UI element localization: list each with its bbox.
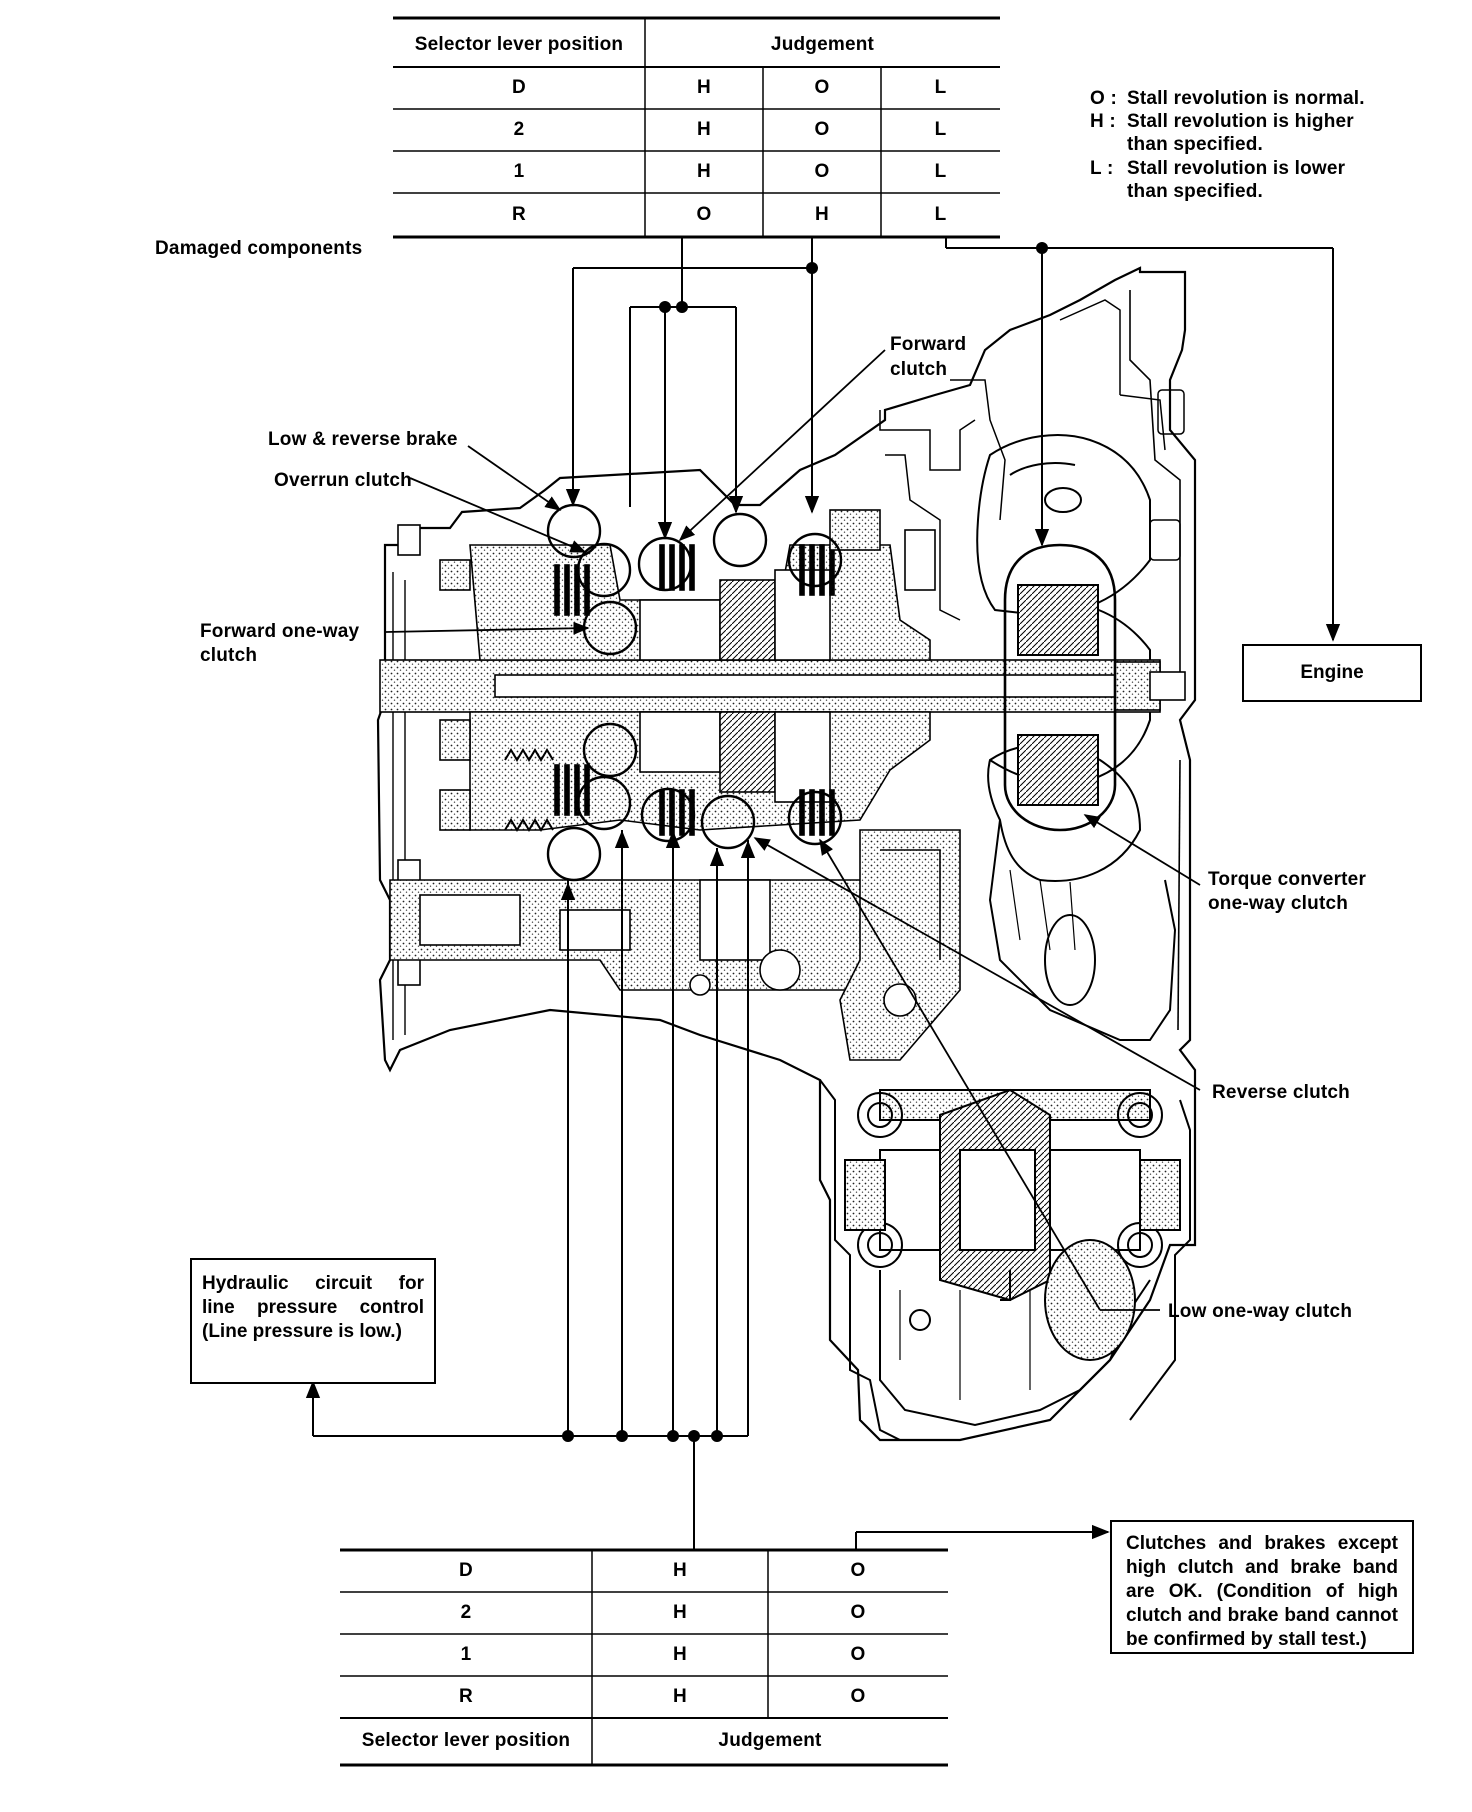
top-table-cell: L — [934, 119, 947, 140]
legend-text: Stall revolution is normal. — [1127, 88, 1365, 109]
legend-text: Stall revolution is lower — [1127, 158, 1346, 179]
hydraulic-line: (Line pressure is low.) — [202, 1321, 402, 1342]
low-reverse-brake-label: Low & reverse brake — [268, 429, 458, 450]
bottom-table-cell: H — [673, 1644, 687, 1665]
top-table-header-position: Selector lever position — [414, 34, 624, 55]
forward-clutch-label: Forward — [890, 334, 967, 355]
bottom-table-footer-position: Selector lever position — [361, 1730, 571, 1751]
legend-text: Stall revolution is higher — [1127, 111, 1354, 132]
torque-converter-oval — [1003, 543, 1117, 832]
forward-clutch-label: clutch — [890, 359, 948, 380]
clutches-line: are OK. (Condition of high — [1126, 1581, 1398, 1602]
bottom-table-footer-judgement: Judgement — [718, 1730, 822, 1751]
lower-1-circle — [582, 722, 638, 778]
reverse-clutch-label: Reverse clutch — [1212, 1082, 1350, 1103]
engine-box: Engine — [1242, 644, 1422, 702]
clutches-line: Clutches and brakes except — [1126, 1533, 1398, 1554]
lower-arrows — [560, 830, 756, 1430]
bottom-table-cell: O — [850, 1686, 866, 1707]
top-table-cell: L — [934, 77, 947, 98]
bus-dots — [562, 242, 1048, 1442]
top-table-cell: H — [697, 161, 711, 182]
hydraulic-circuit-box: Hydraulic circuit for line pressure cont… — [190, 1258, 436, 1384]
top-table-header-judgement: Judgement — [770, 34, 875, 55]
legend-key: H : — [1090, 111, 1116, 132]
top-table-cell: O — [814, 161, 830, 182]
bottom-table-cell: 1 — [460, 1644, 472, 1665]
top-table-cell: 2 — [513, 119, 525, 140]
clutches-line: clutch and brake band cannot — [1126, 1605, 1398, 1626]
hydraulic-line: Hydraulic circuit for — [202, 1273, 424, 1294]
leader-lines — [385, 349, 1201, 1311]
legend-key: L : — [1090, 158, 1114, 179]
differential-housing — [819, 1079, 1191, 1441]
damaged-components-label: Damaged components — [155, 238, 363, 259]
top-table-cell: L — [934, 161, 947, 182]
high-clutch-upper-circle — [712, 512, 768, 568]
torque-converter-label: Torque converter — [1208, 869, 1367, 890]
bottom-table-cell: D — [459, 1560, 473, 1581]
top-table-cell: 1 — [513, 161, 525, 182]
hydraulic-line: line pressure control — [202, 1297, 424, 1318]
overrun-clutch-circle — [576, 542, 632, 598]
bottom-table-cell: 2 — [460, 1602, 472, 1623]
lower-5-circle — [700, 794, 756, 850]
forward-one-way-clutch-label: Forward one-way — [200, 621, 360, 642]
bottom-table-cell: O — [850, 1644, 866, 1665]
bottom-table-cell: R — [459, 1686, 473, 1707]
bottom-table-cell: H — [673, 1686, 687, 1707]
forward-one-way-clutch-label: clutch — [200, 645, 258, 666]
top-table-cell: H — [815, 204, 829, 225]
top-table-cell: O — [814, 119, 830, 140]
torque-converter — [976, 434, 1177, 1041]
engine-label: Engine — [1300, 662, 1364, 683]
clutches-brakes-box: Clutches and brakes except high clutch a… — [1110, 1520, 1414, 1654]
transmission-housing — [376, 266, 1197, 1442]
housing-ribs — [879, 299, 1185, 621]
top-table-cell: H — [697, 77, 711, 98]
clutches-line: be confirmed by stall test.) — [1126, 1629, 1367, 1650]
legend-text: than specified. — [1127, 181, 1264, 202]
bottom-table-cell: O — [850, 1602, 866, 1623]
bottom-table-cell: H — [673, 1602, 687, 1623]
torque-converter-label: one-way clutch — [1208, 893, 1349, 914]
band-servo-circle — [787, 532, 843, 588]
top-table-cell: R — [512, 204, 526, 225]
table-rules — [340, 16, 1000, 1767]
low-one-way-clutch-label: Low one-way clutch — [1168, 1301, 1353, 1322]
lower-3-circle — [546, 826, 602, 882]
bottom-table-cell: O — [850, 1560, 866, 1581]
clutches-line: high clutch and brake band — [1126, 1557, 1398, 1578]
lower-6-circle — [787, 790, 843, 846]
top-table-cell: O — [814, 77, 830, 98]
lower-2-circle — [576, 775, 632, 831]
top-table-cell: D — [512, 77, 526, 98]
top-table-cell: L — [934, 204, 947, 225]
overrun-clutch-label: Overrun clutch — [274, 470, 412, 491]
legend-text: than specified. — [1127, 134, 1264, 155]
legend-key: O : — [1090, 88, 1117, 109]
top-table-cell: H — [697, 119, 711, 140]
bottom-table-cell: H — [673, 1560, 687, 1581]
top-table-cell: O — [696, 204, 712, 225]
